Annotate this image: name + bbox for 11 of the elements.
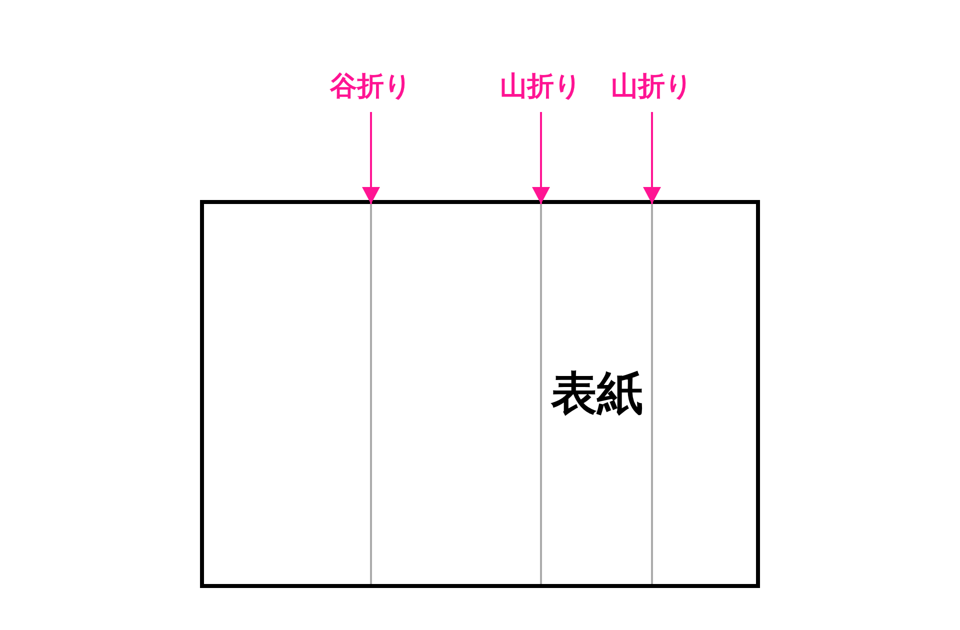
fold-line xyxy=(370,204,372,584)
arrow xyxy=(532,112,550,204)
paper-sheet xyxy=(200,200,760,588)
arrow xyxy=(643,112,661,204)
fold-label: 山折り xyxy=(497,70,585,104)
fold-line xyxy=(540,204,542,584)
cover-label: 表紙 xyxy=(551,369,643,417)
fold-label: 谷折り xyxy=(327,70,415,104)
fold-label: 山折り xyxy=(608,70,696,104)
arrow xyxy=(362,112,380,204)
fold-line xyxy=(651,204,653,584)
